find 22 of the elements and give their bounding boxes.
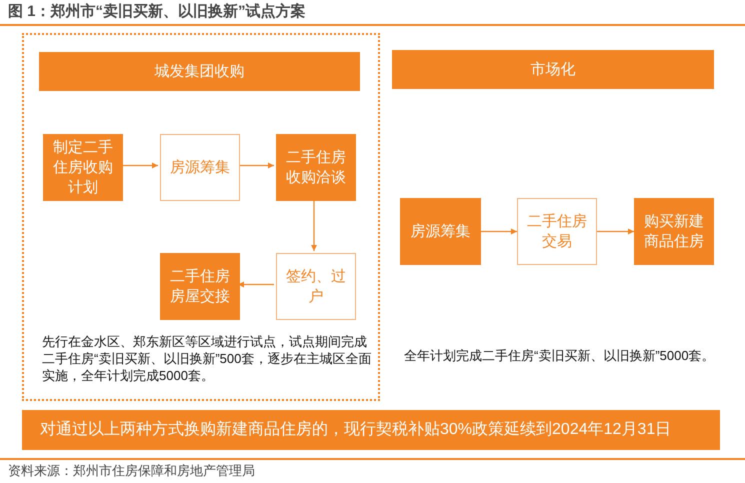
header-bar: 市场化 bbox=[392, 50, 714, 89]
dotted-frame bbox=[22, 33, 380, 401]
process-box: 购买新建商品住房 bbox=[634, 198, 714, 265]
arrow bbox=[311, 199, 317, 251]
arrow bbox=[481, 228, 517, 234]
source-note: 资料来源：郑州市住房保障和房地产管理局 bbox=[8, 462, 255, 480]
process-box: 制定二手住房收购计划 bbox=[43, 134, 123, 201]
process-box: 二手住房房屋交接 bbox=[160, 253, 240, 320]
arrow bbox=[238, 282, 274, 288]
arrow bbox=[121, 162, 158, 168]
note-text: 全年计划完成二手住房“卖旧买新、以旧换新”5000套。 bbox=[404, 347, 716, 364]
header-bar: 城发集团收购 bbox=[39, 52, 360, 91]
process-box: 二手住房交易 bbox=[517, 198, 597, 265]
title: 图 1：郑州市“卖旧买新、以旧换新”试点方案 bbox=[8, 2, 306, 21]
policy-banner: 对通过以上两种方式换购新建商品住房的，现行契税补贴30%政策延续到2024年12月31日 bbox=[22, 410, 720, 450]
process-box: 签约、过户 bbox=[276, 253, 356, 320]
note-text: 先行在金水区、郑东新区等区域进行试点，试点期间完成二手住房“卖旧买新、以旧换新”500套，逐步在主城区全面实施，全年计划完成5000套。 bbox=[42, 333, 372, 384]
process-box: 房源筹集 bbox=[400, 198, 481, 265]
arrow bbox=[238, 162, 274, 168]
arrow bbox=[597, 228, 634, 234]
process-box: 二手住房收购洽谈 bbox=[276, 134, 356, 201]
process-box: 房源筹集 bbox=[160, 134, 240, 201]
